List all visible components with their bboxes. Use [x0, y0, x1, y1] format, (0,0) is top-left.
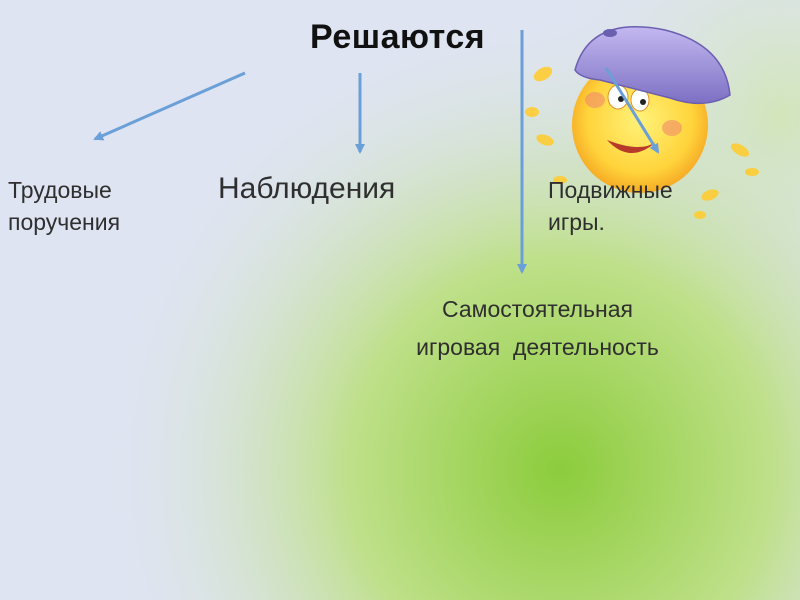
node-indep-line-2: игровая деятельность — [416, 334, 659, 360]
node-labor-line-1: Трудовые — [8, 177, 112, 203]
node-labor-assignments: Трудовые поручения — [8, 174, 120, 238]
node-outdoor-games: Подвижные игры. — [548, 174, 673, 238]
node-independent-play: Самостоятельная игровая деятельность — [340, 290, 735, 366]
node-observation: Наблюдения — [218, 172, 396, 205]
node-games-line-2: игры. — [548, 209, 605, 235]
diagram-title: Решаются — [310, 18, 486, 56]
arrow-to-games — [604, 67, 660, 154]
node-games-line-1: Подвижные — [548, 177, 673, 203]
node-indep-line-1: Самостоятельная — [442, 296, 633, 322]
arrow-to-labor — [93, 71, 246, 141]
node-labor-line-2: поручения — [8, 209, 121, 235]
